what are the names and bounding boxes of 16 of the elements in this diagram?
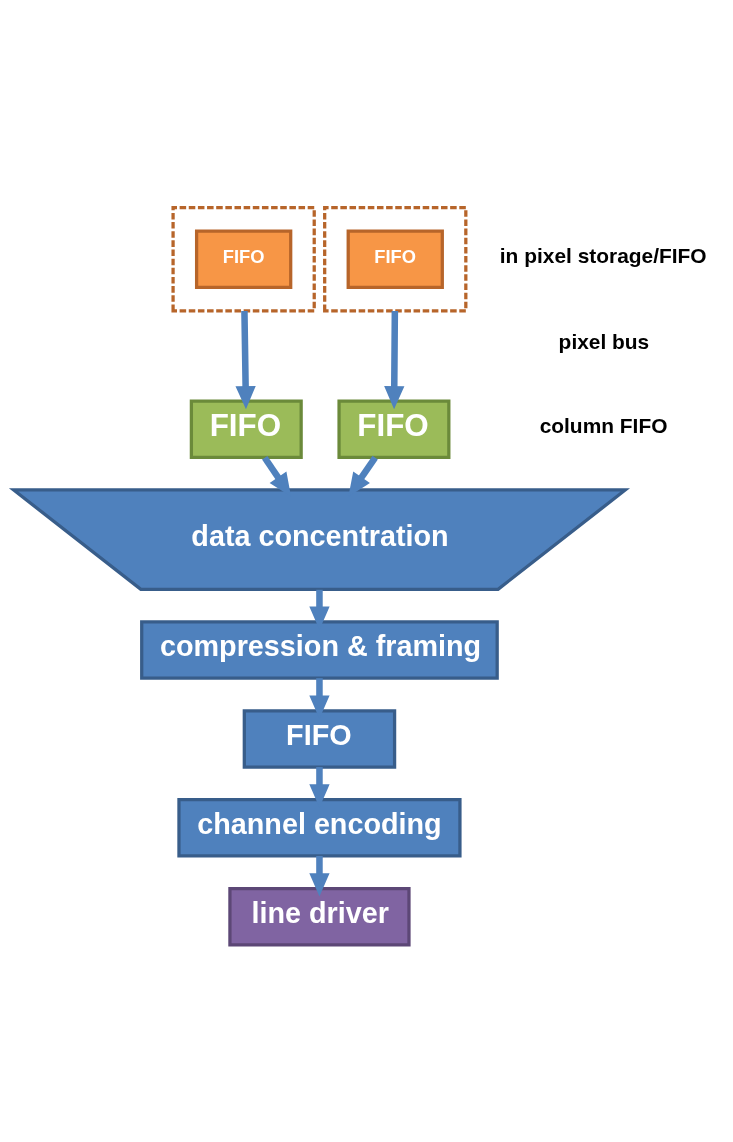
label: in pixel storage/FIFO: [499, 243, 707, 267]
label: pixel bus: [558, 329, 650, 353]
node-box: FIFO: [194, 229, 293, 290]
arrow: [235, 310, 256, 410]
cluster: [323, 206, 468, 313]
arrow: [309, 855, 330, 897]
node-box: channel encoding: [177, 798, 462, 858]
label: column FIFO: [539, 413, 668, 437]
node-box: FIFO: [346, 229, 444, 290]
node-box: compression & framing: [140, 620, 499, 680]
node-box: FIFO: [242, 709, 397, 769]
arrow: [384, 310, 405, 410]
node-box: FIFO: [337, 399, 451, 459]
node-box: line driver: [228, 886, 411, 947]
cluster: [171, 206, 316, 313]
node-box: FIFO: [189, 399, 303, 459]
